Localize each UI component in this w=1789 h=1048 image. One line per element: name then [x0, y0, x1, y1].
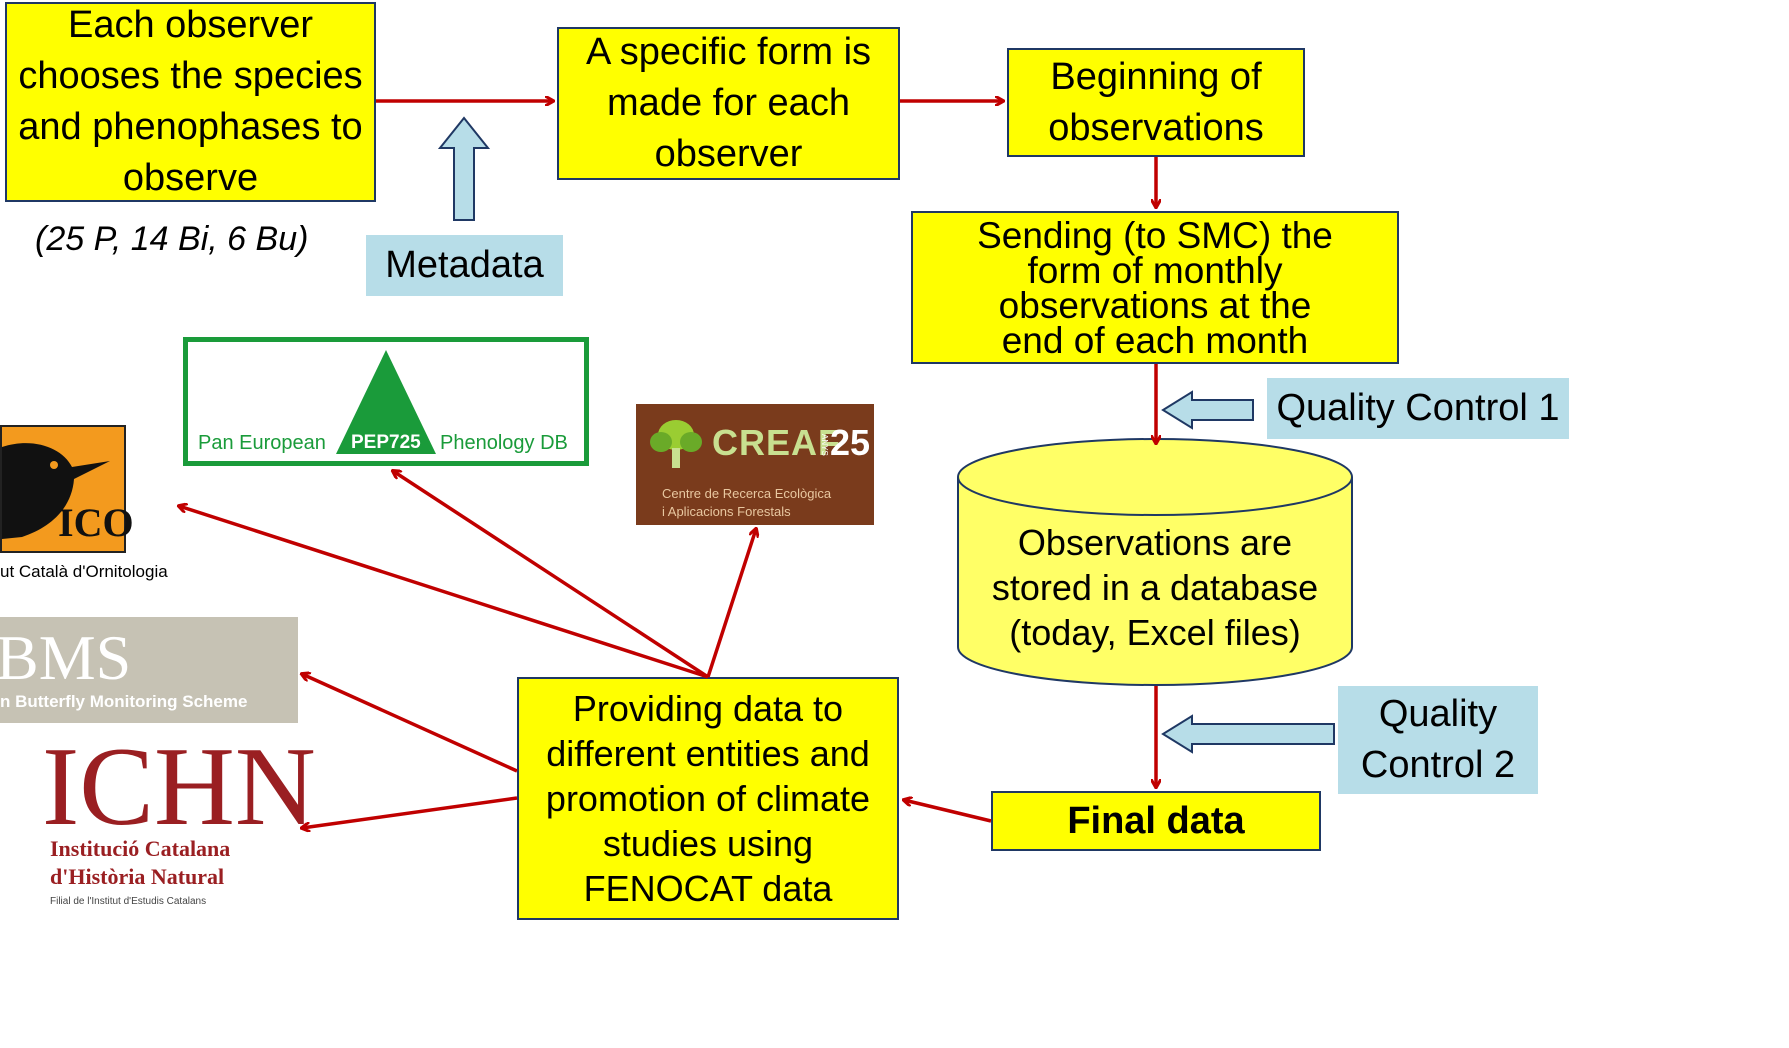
node-beginning: Beginning of observations — [1007, 48, 1305, 157]
creaf-anys: ANYS — [820, 434, 829, 456]
pep725-left-text: Pan European — [198, 432, 326, 454]
note-quality-control-2: Quality Control 2 — [1338, 686, 1538, 794]
node-sending-line: form of monthly — [1027, 249, 1283, 291]
note-quality-control-1: Quality Control 1 — [1267, 378, 1569, 439]
node-providing-line: FENOCAT data — [583, 868, 833, 909]
creaf-logo: CREAF ANYS 25 Centre de Recerca Ecològic… — [636, 404, 874, 525]
bms-caption: n Butterfly Monitoring Scheme — [0, 692, 248, 711]
ichn-line1: Institució Catalana — [50, 836, 231, 861]
creaf-line2: i Aplicacions Forestals — [662, 504, 791, 519]
arrow-providing-to-bms — [302, 674, 518, 773]
node-observer-choice-line: observe — [122, 157, 259, 199]
node-providing-line: studies using — [602, 823, 814, 864]
node-sending-line: Sending (to SMC) the — [977, 214, 1333, 256]
qc1-left-arrow-icon — [1161, 390, 1254, 430]
bms-logo: BMS n Butterfly Monitoring Scheme — [0, 617, 298, 723]
node-specific-form-line: observer — [654, 133, 803, 175]
pep725-triangle-icon — [336, 350, 436, 454]
node-observer-choice-line: and phenophases to — [18, 106, 363, 148]
ico-bird-icon — [2, 443, 110, 539]
arrow-providing-to-ico — [179, 506, 709, 679]
node-providing-line: different entities and — [546, 733, 870, 774]
node-specific-form: A specific form is made for each observe… — [557, 27, 900, 180]
pep725-logo: Pan European PEP725 Phenology DB — [183, 337, 589, 466]
pep725-center-text: PEP725 — [351, 432, 421, 453]
node-database: Observations are stored in a database (t… — [960, 520, 1350, 655]
node-final-data-label: Final data — [1067, 799, 1245, 842]
creaf-line1: Centre de Recerca Ecològica — [662, 486, 832, 501]
node-providing-line: promotion of climate — [545, 778, 871, 819]
ico-logo: ICO — [0, 425, 134, 553]
node-database-line: (today, Excel files) — [1009, 612, 1301, 653]
node-database-line: stored in a database — [991, 567, 1319, 608]
node-beginning-line: Beginning of — [1050, 55, 1262, 98]
node-observer-choice: Each observer chooses the species and ph… — [5, 2, 376, 202]
ichn-line3: Filial de l'Institut d'Estudis Catalans — [50, 896, 207, 907]
node-sending: Sending (to SMC) the form of monthly obs… — [911, 211, 1399, 364]
ico-caption: ut Català d'Ornitologia — [0, 562, 168, 581]
note-metadata: Metadata — [366, 235, 563, 296]
qc2-left-arrow-icon — [1161, 714, 1335, 754]
node-providing: Providing data to different entities and… — [517, 677, 899, 920]
creaf-name: CREAF — [712, 422, 841, 463]
node-observer-choice-line: chooses the species — [18, 55, 363, 97]
node-beginning-line: observations — [1048, 106, 1264, 149]
node-sending-line: end of each month — [1001, 319, 1309, 361]
creaf-tree-icon — [650, 420, 702, 468]
node-observer-choice-line: Each observer — [67, 4, 313, 46]
node-providing-line: Providing data to — [572, 688, 844, 729]
node-sending-line: observations at the — [998, 284, 1312, 326]
ichn-logo: ICHN Institució Catalana d'Història Natu… — [38, 725, 316, 912]
metadata-up-arrow-icon — [437, 116, 491, 221]
arrow-providing-to-creaf — [706, 529, 756, 678]
pep725-right-text: Phenology DB — [440, 432, 568, 454]
counts-note: (25 P, 14 Bi, 6 Bu) — [35, 220, 309, 258]
arrow-providing-to-pep — [393, 471, 709, 679]
note-quality-control-2-line: Quality — [1378, 693, 1498, 735]
ichn-mark: ICHN — [42, 725, 316, 849]
creaf-years: 25 — [830, 422, 871, 463]
node-database-line: Observations are — [1017, 522, 1293, 563]
arrow-providing-to-ichn — [302, 796, 518, 828]
arrow-final-to-providing — [904, 800, 992, 823]
note-quality-control-2-line: Control 2 — [1360, 744, 1516, 786]
node-specific-form-line: made for each — [607, 82, 850, 124]
ico-mark: ICO — [58, 500, 134, 545]
ichn-line2: d'Història Natural — [50, 864, 225, 889]
node-specific-form-line: A specific form is — [585, 31, 872, 73]
node-final-data: Final data — [991, 791, 1321, 851]
bms-mark: BMS — [0, 622, 132, 693]
